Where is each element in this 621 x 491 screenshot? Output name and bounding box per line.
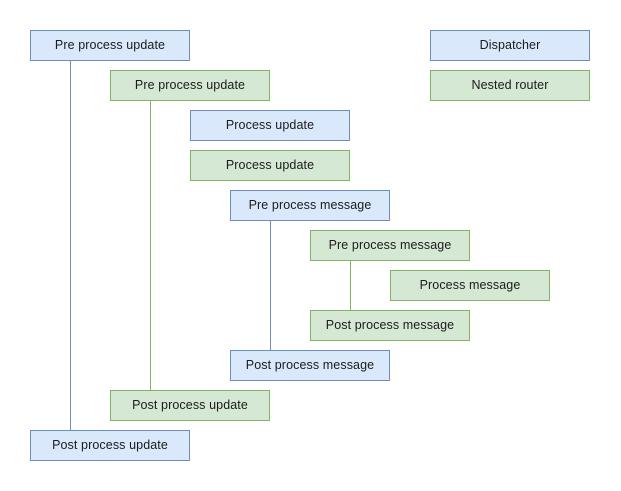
edge-pre-process-message-to-post-process-message	[270, 221, 271, 350]
node-pre-process-message-dispatcher[interactable]: Pre process message	[230, 190, 390, 221]
node-pre-process-update-router[interactable]: Pre process update	[110, 70, 270, 101]
node-post-process-update-router[interactable]: Post process update	[110, 390, 270, 421]
node-pre-process-message-router[interactable]: Pre process message	[310, 230, 470, 261]
legend-item-dispatcher[interactable]: Dispatcher	[430, 30, 590, 61]
node-post-process-update-dispatcher[interactable]: Post process update	[30, 430, 190, 461]
legend-item-nested-router[interactable]: Nested router	[430, 70, 590, 101]
edge-nested-pre-process-update-to-post-process-update	[150, 101, 151, 390]
node-process-message-router[interactable]: Process message	[390, 270, 550, 301]
edge-pre-process-update-to-post-process-update	[70, 61, 71, 430]
edge-nested-pre-process-message-to-post-process-message	[350, 261, 351, 310]
node-pre-process-update-dispatcher[interactable]: Pre process update	[30, 30, 190, 61]
node-process-update-router[interactable]: Process update	[190, 150, 350, 181]
node-post-process-message-router[interactable]: Post process message	[310, 310, 470, 341]
node-process-update-dispatcher[interactable]: Process update	[190, 110, 350, 141]
node-post-process-message-dispatcher[interactable]: Post process message	[230, 350, 390, 381]
